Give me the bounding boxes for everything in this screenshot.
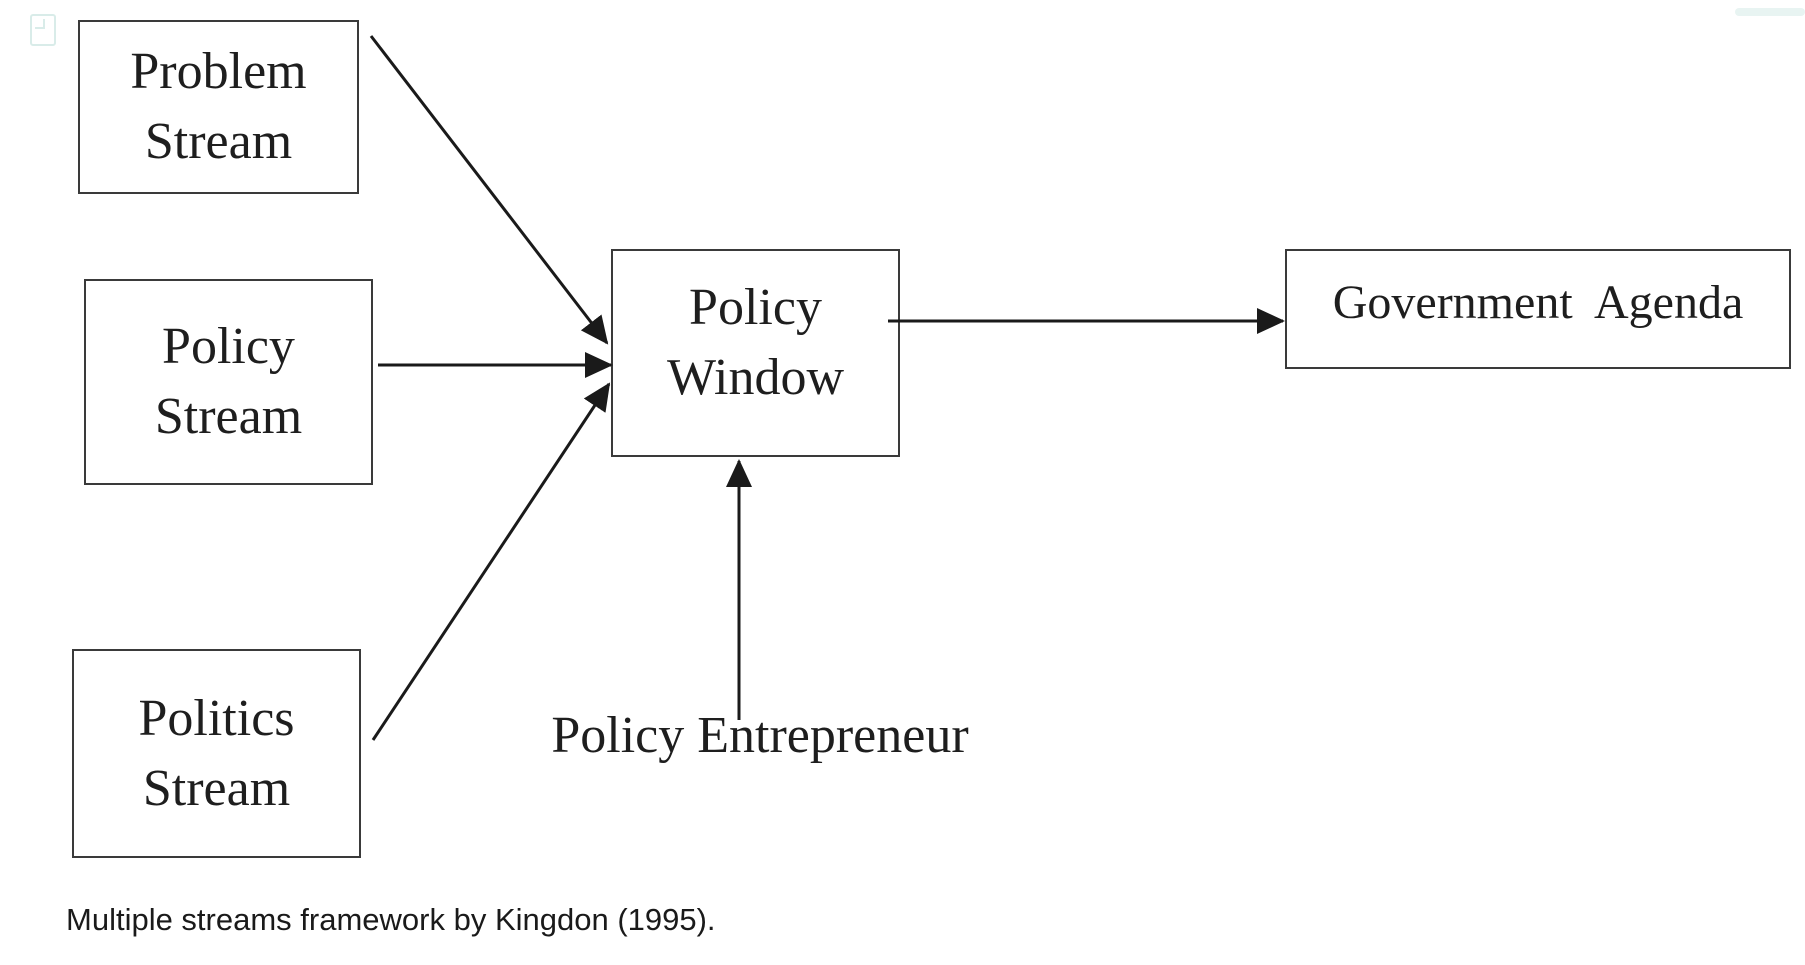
arrow-politics-to-window xyxy=(371,382,611,741)
policy-stream-label: Policy Stream xyxy=(154,318,303,445)
policy-window-node: Policy Window xyxy=(611,249,900,457)
policy-stream-node: Policy Stream xyxy=(84,279,373,485)
scroll-tab xyxy=(1735,8,1805,16)
problem-stream-node: Problem Stream xyxy=(78,20,359,194)
problem-stream-label: Problem Stream xyxy=(130,43,307,170)
politics-stream-node: Politics Stream xyxy=(72,649,361,858)
figure-caption: Multiple streams framework by Kingdon (1… xyxy=(66,902,716,937)
government-agenda-node: Government Agenda xyxy=(1285,249,1791,369)
arrow-problem-to-window xyxy=(369,35,609,345)
policy-entrepreneur-label: Policy Entrepreneur xyxy=(551,707,969,764)
document-icon xyxy=(30,14,56,46)
government-agenda-label: Government Agenda xyxy=(1332,276,1744,329)
politics-stream-label: Politics Stream xyxy=(138,689,295,817)
policy-window-label: Policy Window xyxy=(667,279,844,406)
